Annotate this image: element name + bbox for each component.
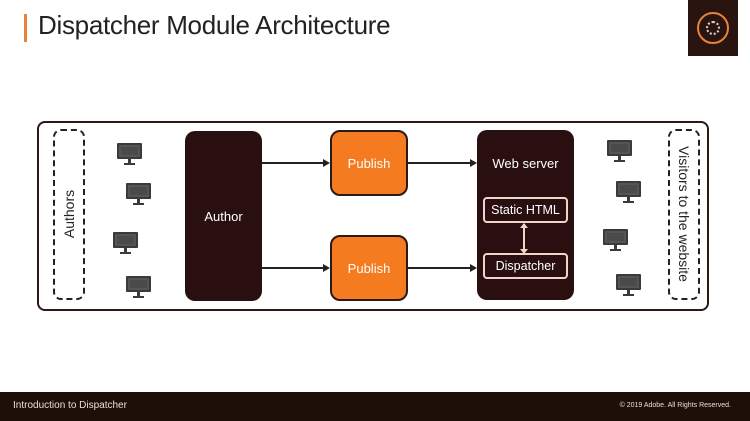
connector-publish-webserver-1: [408, 162, 471, 164]
arrow-up-icon: [520, 223, 528, 228]
visitors-label: Visitors to the website: [676, 146, 692, 282]
diagram-frame: [37, 121, 709, 311]
logo-ring: [697, 12, 729, 44]
dispatcher-label: Dispatcher: [495, 259, 556, 273]
static-html-box: Static HTML: [483, 197, 568, 223]
publish-node-2: Publish: [330, 235, 408, 301]
web-server-node: Web server Static HTML Dispatcher: [477, 130, 574, 300]
logo-chain: [706, 21, 720, 35]
connector-author-publish-1: [262, 162, 324, 164]
authors-label: Authors: [61, 189, 77, 239]
arrow-down-icon: [520, 249, 528, 254]
bidirectional-arrow-icon: [523, 224, 525, 252]
author-monitor-icon: [126, 276, 151, 298]
footer: Introduction to Dispatcher © 2019 Adobe.…: [0, 392, 750, 421]
visitor-monitor-icon: [603, 229, 628, 251]
author-monitor-icon: [117, 143, 142, 165]
footer-copyright: © 2019 Adobe. All Rights Reserved.: [619, 402, 731, 409]
arrow-icon: [323, 159, 330, 167]
author-node: Author: [185, 131, 262, 301]
author-monitor-icon: [113, 232, 138, 254]
visitor-monitor-icon: [607, 140, 632, 162]
footer-course-title: Introduction to Dispatcher: [13, 400, 127, 411]
visitor-monitor-icon: [616, 181, 641, 203]
publish-label: Publish: [347, 155, 391, 171]
slide-title: Dispatcher Module Architecture: [38, 10, 391, 40]
arrow-icon: [470, 159, 477, 167]
publish-label: Publish: [347, 260, 391, 276]
arrow-icon: [470, 264, 477, 272]
publish-node-1: Publish: [330, 130, 408, 196]
author-label: Author: [204, 208, 243, 224]
author-monitor-icon: [126, 183, 151, 205]
title-accent-bar: [24, 14, 27, 42]
visitors-group: [668, 129, 700, 300]
aem-logo-icon: [688, 0, 738, 56]
visitor-monitor-icon: [616, 274, 641, 296]
connector-author-publish-2: [262, 267, 324, 269]
connector-publish-webserver-2: [408, 267, 471, 269]
web-server-title: Web server: [492, 156, 559, 171]
authors-group: [53, 129, 85, 300]
dispatcher-box: Dispatcher: [483, 253, 568, 279]
static-html-label: Static HTML: [491, 203, 560, 217]
arrow-icon: [323, 264, 330, 272]
